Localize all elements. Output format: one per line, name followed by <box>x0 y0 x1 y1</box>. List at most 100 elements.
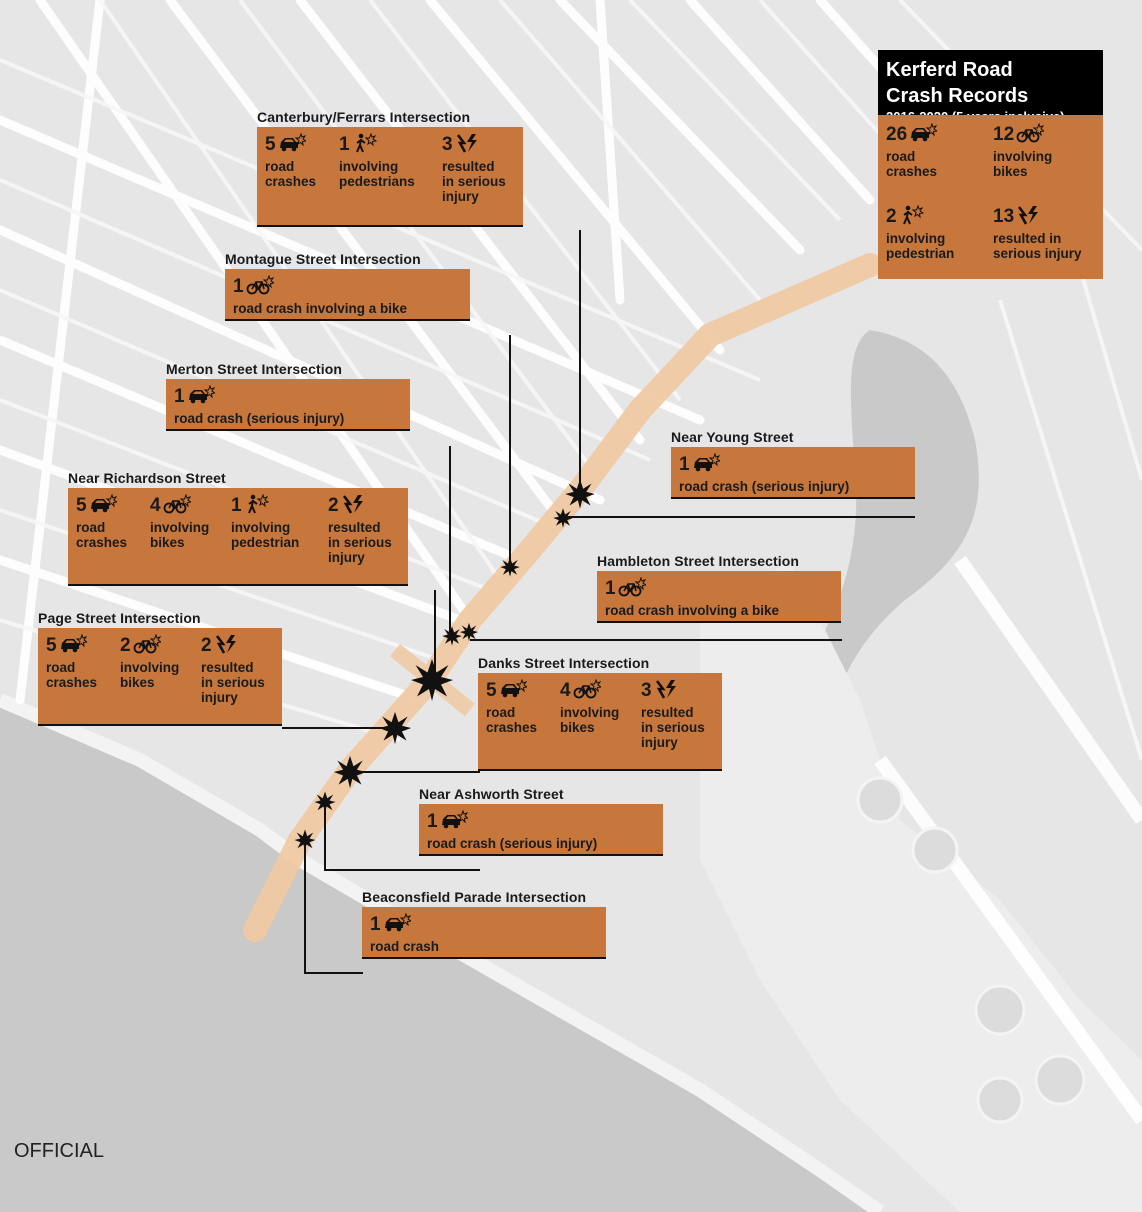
stat-label: involving bikes <box>120 660 180 690</box>
injury-icon <box>1016 205 1044 225</box>
stat-count: 26 <box>886 124 908 145</box>
stat-label: resulted in serious injury <box>641 705 705 750</box>
stat-label: resulted in serious injury <box>993 231 1082 261</box>
car-crash-icon <box>383 912 412 933</box>
bike-crash-icon <box>573 678 602 699</box>
stat-label: road crashes <box>486 705 538 735</box>
callout-merton: Merton Street Intersection 1 road crash (s… <box>166 361 410 433</box>
stat-count: 5 <box>76 495 87 516</box>
stat-count: 4 <box>150 495 161 516</box>
stat: 26 road crashes <box>886 122 939 179</box>
pedestrian-icon <box>899 204 927 225</box>
callout-box: 1 road crash (serious injury) <box>671 447 915 499</box>
car-crash-icon <box>440 809 469 830</box>
callout-canterbury: Canterbury/Ferrars Intersection 5 road cra… <box>257 109 523 229</box>
stat-count: 5 <box>46 635 57 656</box>
bike-crash-icon <box>246 274 275 295</box>
stat-count: 1 <box>231 495 242 516</box>
callout-title: Hambleton Street Intersection <box>597 553 800 569</box>
stat-label: road crashes <box>76 520 128 550</box>
stat-label: resulted in serious injury <box>442 159 506 204</box>
stat: 1 involving pedestrians <box>339 132 415 189</box>
callout-danks: Danks Street Intersection 5 road crashes 4 i… <box>478 655 722 773</box>
stat: 1 road crash <box>370 912 440 954</box>
pedestrian-icon <box>352 132 380 153</box>
car-crash-icon <box>278 132 307 153</box>
stat: 1 road crash (serious injury) <box>679 452 850 494</box>
stat-label: road crashes <box>886 149 938 179</box>
stat-label: road crashes <box>265 159 317 189</box>
stat-count: 1 <box>679 454 690 475</box>
stat: 1 road crash (serious injury) <box>427 809 598 851</box>
car-crash-icon <box>89 493 118 514</box>
car-crash-icon <box>59 633 88 654</box>
callout-box: 1 road crash <box>362 907 606 959</box>
stat: 1 road crash involving a bike <box>233 274 408 316</box>
bike-crash-icon <box>618 576 647 597</box>
stat-count: 1 <box>174 386 185 407</box>
callout-montague: Montague Street Intersection 1 road crash … <box>225 251 470 323</box>
callout-title: Page Street Intersection <box>38 610 201 626</box>
legend-title-line2: Crash Records <box>886 85 1029 107</box>
stat-count: 2 <box>886 206 897 227</box>
stat: 5 road crashes <box>76 493 128 550</box>
callout-young: Near Young Street 1 road crash (serious in… <box>671 429 915 501</box>
classification-label: OFFICIAL <box>14 1140 105 1162</box>
callout-title: Danks Street Intersection <box>478 655 650 671</box>
stat: 5 road crashes <box>265 132 317 189</box>
stat-label: involving pedestrian <box>231 520 300 550</box>
callout-ashworth: Near Ashworth Street 1 road crash (serious… <box>419 786 663 858</box>
injury-icon <box>455 133 483 153</box>
callout-title: Montague Street Intersection <box>225 251 421 267</box>
legend-header: Kerferd Road Crash Records 2016-2020 (5 … <box>878 50 1103 124</box>
stat-count: 3 <box>442 134 453 155</box>
bike-crash-icon <box>133 633 162 654</box>
stat-label: road crash (serious injury) <box>174 411 345 426</box>
callout-title: Near Young Street <box>671 429 794 445</box>
stat: 1 involving pedestrian <box>231 493 300 550</box>
stat-label: involving bikes <box>993 149 1053 179</box>
callout-title: Merton Street Intersection <box>166 361 343 377</box>
stat-label: road crash (serious injury) <box>679 479 850 494</box>
stat-label: road crash <box>370 939 440 954</box>
stat-count: 1 <box>233 276 244 297</box>
stat-label: resulted in serious injury <box>201 660 265 705</box>
stat-label: road crash involving a bike <box>233 301 408 316</box>
car-crash-icon <box>692 452 721 473</box>
stat: 5 road crashes <box>486 678 538 735</box>
stat-label: involving bikes <box>560 705 620 735</box>
stat-count: 5 <box>486 680 497 701</box>
stat-count: 1 <box>339 134 350 155</box>
injury-icon <box>341 494 369 514</box>
callout-box: 1 road crash (serious injury) <box>166 379 410 431</box>
stat-count: 1 <box>427 811 438 832</box>
injury-icon <box>654 679 682 699</box>
stat-count: 1 <box>370 914 381 935</box>
stat-label: involving pedestrians <box>339 159 415 189</box>
bike-crash-icon <box>1016 122 1046 143</box>
stat-count: 5 <box>265 134 276 155</box>
callout-box: 1 road crash (serious injury) <box>419 804 663 856</box>
stat-label: road crash (serious injury) <box>427 836 598 851</box>
callout-box: 5 road crashes 1 involving pedestrians 3 resu… <box>257 127 523 227</box>
stat-count: 4 <box>560 680 571 701</box>
stat-count: 2 <box>120 635 131 656</box>
callout-title: Canterbury/Ferrars Intersection <box>257 109 471 125</box>
callout-title: Near Richardson Street <box>68 470 226 486</box>
car-crash-icon <box>187 384 216 405</box>
stat-count: 2 <box>201 635 212 656</box>
callout-title: Near Ashworth Street <box>419 786 564 802</box>
pedestrian-icon <box>244 493 272 514</box>
